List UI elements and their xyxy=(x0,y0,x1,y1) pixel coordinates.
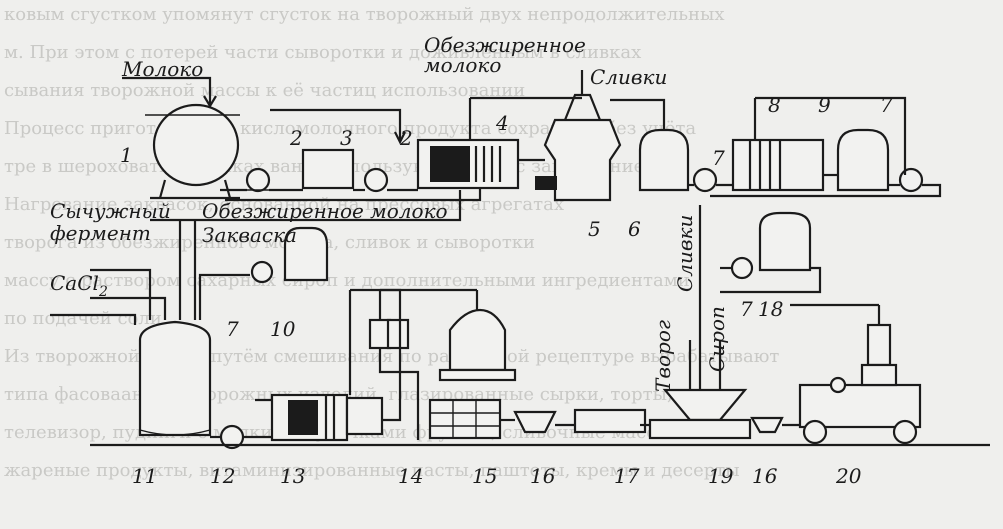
label-9: 9 xyxy=(818,93,831,117)
label-14: 14 xyxy=(398,464,423,488)
label-3: 3 xyxy=(340,126,353,150)
rennet-label-1: Сычужный xyxy=(50,199,171,223)
cream-tank-6 xyxy=(640,130,688,190)
curd-vat-11 xyxy=(140,322,210,435)
starter-label: Закваска xyxy=(202,223,297,247)
pump-7a xyxy=(694,169,716,191)
label-17: 17 xyxy=(614,464,640,488)
background-text-line: сывания творожной массы к её частиц испо… xyxy=(4,80,525,101)
label-2a: 2 xyxy=(289,126,303,150)
label-2b: 2 xyxy=(399,126,413,150)
pump-7c xyxy=(252,262,272,282)
pump-7b xyxy=(900,169,922,191)
syrup-tank-18 xyxy=(760,213,810,270)
cream-vertical-label: Сливки xyxy=(673,215,697,292)
label-11: 11 xyxy=(132,464,157,488)
label-15: 15 xyxy=(472,464,497,488)
label-10: 10 xyxy=(270,317,296,341)
label-16a: 16 xyxy=(530,464,556,488)
curd-cooler-17 xyxy=(575,410,645,432)
label-4: 4 xyxy=(495,111,509,135)
pump-2b xyxy=(365,169,387,191)
label-7b: 7 xyxy=(880,93,893,117)
filling-machine-20 xyxy=(800,305,920,443)
hopper-16b xyxy=(752,418,782,432)
curd-vertical-label: Творог xyxy=(651,320,675,392)
background-text-line: ковым сгустком упомянут сгусток на творо… xyxy=(4,4,724,25)
label-16b: 16 xyxy=(752,464,778,488)
label-6: 6 xyxy=(628,217,641,241)
label-8: 8 xyxy=(768,93,781,117)
label-5: 5 xyxy=(588,217,601,241)
label-13: 13 xyxy=(280,464,305,488)
rennet-label-2: фермент xyxy=(50,221,151,245)
cream-tank-9 xyxy=(838,130,888,190)
balance-tank-3 xyxy=(303,150,353,188)
label-18: 18 xyxy=(758,297,783,321)
pump-7d xyxy=(732,258,752,278)
skim-milk-mid-label: Обезжиренное молоко xyxy=(202,199,448,223)
cream-top-label: Сливки xyxy=(590,65,667,89)
label-19: 19 xyxy=(708,464,734,488)
label-7c: 7 xyxy=(226,317,239,341)
label-7a: 7 xyxy=(712,146,725,170)
plate-heat-exchanger-13 xyxy=(272,395,382,440)
syrup-vertical-label: Сироп xyxy=(705,306,729,372)
plate-pasteurizer-4 xyxy=(418,140,518,188)
label-20: 20 xyxy=(835,464,862,488)
skim-milk-top-label-2: молоко xyxy=(424,53,501,77)
cream-pasteurizer-8 xyxy=(733,140,823,190)
label-7d: 7 xyxy=(740,297,753,321)
label-1: 1 xyxy=(120,143,133,167)
milk-label: Молоко xyxy=(121,57,203,81)
background-text-line: по подачей соли xyxy=(4,308,162,329)
label-12: 12 xyxy=(210,464,235,488)
